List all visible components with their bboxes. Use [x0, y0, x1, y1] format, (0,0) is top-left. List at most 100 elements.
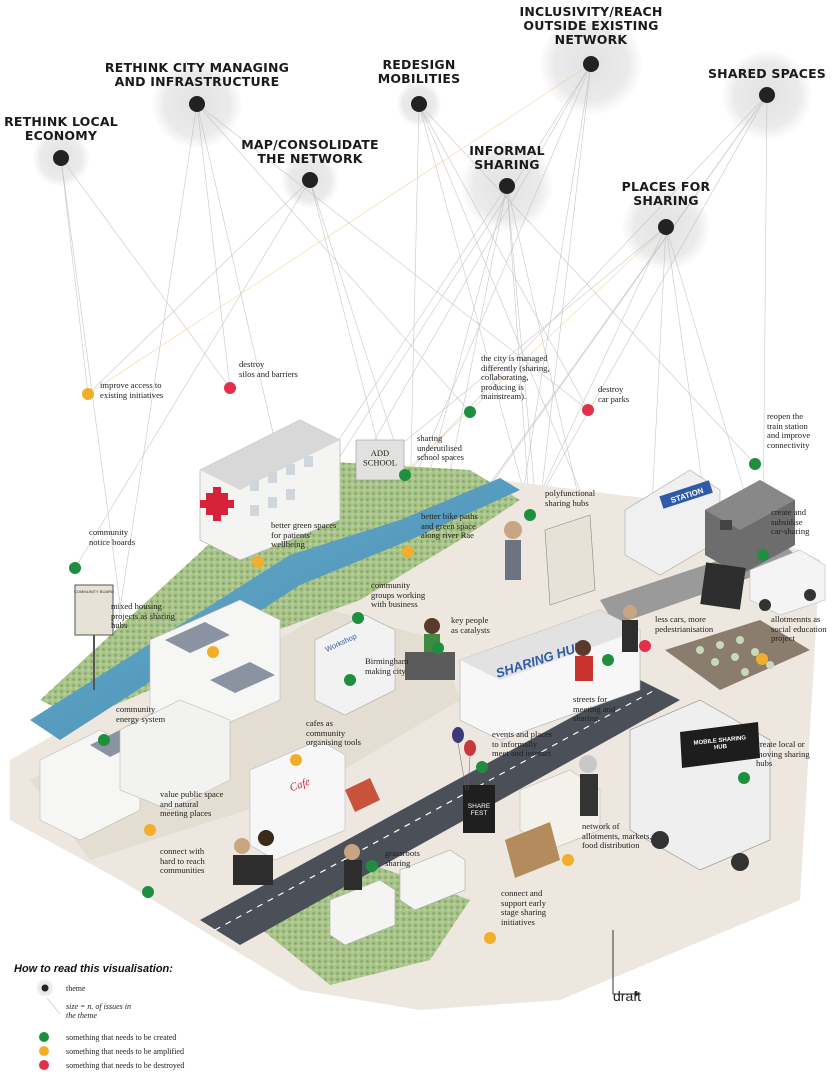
issue-label-polyfunctional-hubs: polyfunctional sharing hubs [545, 488, 596, 508]
issue-label-destroy-car-parks: destroy car parks [598, 384, 630, 404]
issue-label-streets-meeting: streets for meeting and sharing [573, 694, 616, 724]
issue-dot-public-space [144, 824, 156, 836]
issue-dot-key-people [432, 642, 444, 654]
legend-theme-label: theme [66, 984, 86, 993]
issue-dot-city-managed [464, 406, 476, 418]
legend-title: How to read this visualisation: [14, 963, 173, 975]
legend-dot-amplified [39, 1046, 49, 1056]
tables [329, 849, 466, 946]
sharing-hub-building: SHARING HUB [459, 609, 641, 741]
issue-dot-destroy-car-parks [582, 404, 594, 416]
legend-created-label: something that needs to be created [66, 1033, 177, 1042]
issue-label-events-places: events and places to informally meet and… [492, 729, 553, 759]
issue-dot-polyfunctional-hubs [524, 509, 536, 521]
person-grassroots [344, 844, 362, 890]
hospital-building [199, 419, 341, 561]
notice-board-sign: COMMUNITY BOARD [74, 589, 114, 594]
issue-dot-car-sharing [757, 549, 769, 561]
issue-dot-early-stage [484, 932, 496, 944]
people [233, 521, 638, 890]
issue-label-city-managed: the city is managed differently (sharing… [481, 353, 550, 402]
issue-dots [69, 382, 769, 944]
issue-label-green-spaces-patients: better green spaces for patients' wellbe… [271, 520, 337, 550]
person-market [579, 755, 598, 816]
issue-label-destroy-silos: destroy silos and barriers [239, 359, 298, 379]
issue-label-reopen-train: reopen the train station and improve con… [767, 411, 811, 450]
issue-label-public-space: value public space and natural meeting p… [160, 789, 224, 819]
legend-amplified-label: something that needs to be amplified [66, 1047, 184, 1056]
issue-label-community-notice: community notice boards [89, 527, 136, 547]
issue-dot-improve-access [82, 388, 94, 400]
theme-halos [33, 14, 811, 270]
issue-dot-green-spaces-patients [252, 556, 264, 568]
balloons [452, 727, 476, 791]
issue-label-less-cars: less cars, more pedestrianisation [655, 614, 714, 634]
issue-dot-destroy-silos [224, 382, 236, 394]
legend-dot-destroyed [39, 1060, 49, 1070]
car [749, 549, 826, 616]
issue-dot-reopen-train [749, 458, 761, 470]
chalkboard [700, 562, 746, 610]
city-ground [10, 460, 820, 1010]
legend-destroyed-label: something that needs to be destroyed [66, 1061, 185, 1070]
train [705, 480, 795, 575]
workshop-building: Workshop [314, 614, 396, 716]
theme-label-city-managing: RETHINK CITY MANAGING AND INFRASTRUCTURE [104, 60, 290, 89]
issue-dot-community-notice [69, 562, 81, 574]
issue-dot-less-cars [639, 640, 651, 652]
person-catalyst [405, 618, 455, 680]
issue-dot-streets-meeting [602, 654, 614, 666]
issue-label-hard-to-reach: connect with hard to reach communities [160, 846, 205, 876]
issue-dot-community-energy [98, 734, 110, 746]
issue-label-cafes: cafes as community organising tools [306, 718, 361, 748]
theme-label-redesign-mobilities: REDESIGN MOBILITIES [377, 57, 461, 86]
person-presenter [504, 521, 522, 580]
issue-dot-mixed-housing [207, 646, 219, 658]
issue-dot-bike-paths [402, 546, 414, 558]
draft-arrow [612, 930, 640, 997]
issue-label-community-energy: community energy system [116, 704, 166, 724]
theme-dots [53, 56, 775, 235]
energy-houses [39, 699, 231, 841]
issue-label-local-hubs: create local or moving sharing hubs [756, 739, 810, 769]
issue-dot-events-places [476, 761, 488, 773]
theme-label-informal-sharing: INFORMAL SHARING [469, 143, 545, 172]
theme-label-inclusivity: INCLUSIVITY/REACH OUTSIDE EXISTING NETWO… [519, 4, 663, 47]
issue-dot-grassroots [366, 860, 378, 872]
issue-label-early-stage: connect and support early stage sharing … [501, 888, 547, 927]
issue-dot-allotments [756, 653, 768, 665]
issue-dot-local-hubs [738, 772, 750, 784]
theme-label-map-network: MAP/CONSOLIDATE THE NETWORK [241, 137, 379, 166]
mobile-hub-sign: MOBILE SHARINGHUB [693, 735, 747, 753]
issue-label-network-allotments: network of allotments, markets, food dis… [582, 821, 652, 851]
issue-label-key-people: key people as catalysts [451, 615, 490, 635]
shelf [544, 514, 596, 606]
theme-label-shared-spaces: SHARED SPACES [707, 66, 827, 81]
issue-label-grassroots: grassroots sharing [385, 848, 420, 868]
theme-label-places-for-sharing: PLACES FOR SHARING [621, 179, 711, 208]
mobile-sharing-van: MOBILE SHARINGHUB [629, 699, 771, 871]
station-building: STATION [624, 469, 721, 576]
person-couple [233, 830, 274, 885]
issue-dot-network-allotments [562, 854, 574, 866]
issue-dot-community-groups [352, 612, 364, 624]
legend-graphics [36, 979, 61, 1070]
issue-dot-school-spaces [399, 469, 411, 481]
issue-label-improve-access: improve access to existing initiatives [100, 380, 164, 400]
theme-label-local-economy: RETHINK LOCAL ECONOMY [4, 114, 118, 143]
issue-label-allotments: allotmennts as social education project [771, 614, 827, 644]
issue-label-car-sharing: create and subsidise car-sharing [771, 507, 810, 537]
person-streets [575, 640, 593, 681]
issue-dot-hard-to-reach [142, 886, 154, 898]
legend-size-label: size = n. of issues in the theme [66, 1002, 131, 1020]
issue-label-mixed-housing: mixed housing projects as sharing hubs [111, 601, 175, 631]
legend-dot-created [39, 1032, 49, 1042]
issue-dot-birmingham-making [344, 674, 356, 686]
issue-label-community-groups: community groups working with business [371, 580, 426, 610]
draft-note: draft [613, 988, 642, 1004]
